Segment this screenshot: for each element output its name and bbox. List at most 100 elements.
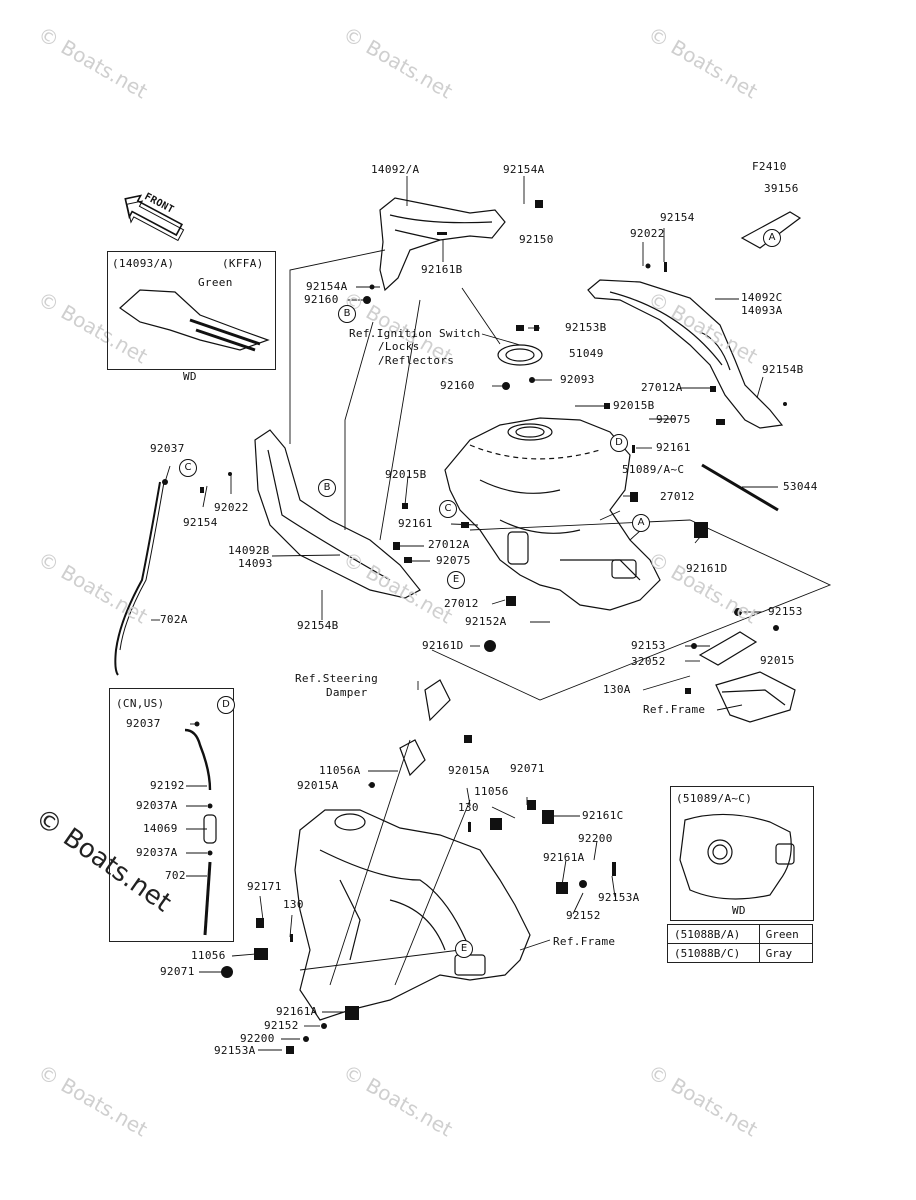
figure-code: F2410 — [752, 160, 787, 173]
part-label: 11056 — [474, 785, 509, 798]
part-label: 92015B — [613, 399, 655, 412]
part-label: Ref.Ignition Switch — [349, 327, 481, 340]
color-legend-table: (51088B/A) Green (51088B/C) Gray — [667, 924, 814, 963]
legend-part: (51088B/A) — [667, 924, 760, 944]
part-label: 27012 — [660, 490, 695, 503]
part-label: 92015A — [297, 779, 339, 792]
part-label: 92037A — [136, 846, 178, 859]
cover-14092b — [254, 429, 421, 599]
part-label: 92022 — [214, 501, 249, 514]
callout-c: C — [179, 459, 197, 477]
bracket-32052 — [698, 631, 758, 666]
part-label: 92037 — [150, 442, 185, 455]
frame-main — [294, 809, 531, 1021]
legend-part: (51088B/C) — [667, 943, 760, 963]
callout-b: B — [318, 479, 336, 497]
part-label: 92192 — [150, 779, 185, 792]
part-label: 92015 — [760, 654, 795, 667]
part-label: 92153 — [631, 639, 666, 652]
part-label: 32052 — [631, 655, 666, 668]
part-label: 92154 — [183, 516, 218, 529]
part-label: 92161A — [543, 851, 585, 864]
inset-kffa-footer: WD — [183, 370, 197, 383]
part-label: 92037 — [126, 717, 161, 730]
part-label: 11056 — [191, 949, 226, 962]
part-label: 51049 — [569, 347, 604, 360]
legend-color: Green — [758, 924, 814, 944]
part-label: 14092/A — [371, 163, 420, 176]
part-label: 92152A — [465, 615, 507, 628]
part-label: 92161D — [422, 639, 464, 652]
part-label: 92154 — [660, 211, 695, 224]
part-label: 27012A — [428, 538, 470, 551]
part-label: 92161C — [582, 809, 624, 822]
legend-color: Gray — [758, 943, 814, 963]
inset-kffa-code: (14093/A) — [112, 257, 175, 270]
part-label: Ref.Steering — [295, 672, 379, 685]
part-label: 92022 — [630, 227, 665, 240]
part-label: 39156 — [764, 182, 799, 195]
part-label: 92171 — [247, 880, 282, 893]
callout-d: D — [610, 434, 628, 452]
part-label: 92150 — [519, 233, 554, 246]
part-label: 14069 — [143, 822, 178, 835]
tube-702a — [114, 481, 161, 676]
part-label: 92154B — [297, 619, 339, 632]
part-label: 130 — [458, 801, 479, 814]
part-label: 702A — [160, 613, 188, 626]
inset-cnus — [109, 688, 234, 942]
part-label: 92071 — [160, 965, 195, 978]
part-label: 702 — [165, 869, 186, 882]
callout-e: E — [447, 571, 465, 589]
part-label: 53044 — [783, 480, 818, 493]
fuel-cap-51049 — [497, 344, 543, 366]
part-label: 27012 — [444, 597, 479, 610]
front-arrow-icon — [124, 194, 185, 242]
callout-e: E — [455, 940, 473, 958]
part-label: 92154A — [306, 280, 348, 293]
part-label: 92071 — [510, 762, 545, 775]
part-label: 92161B — [421, 263, 463, 276]
inset-kffa — [107, 251, 276, 370]
part-label: 92093 — [560, 373, 595, 386]
callout-c: C — [439, 500, 457, 518]
part-label: 92154A — [503, 163, 545, 176]
part-label: 51089/A~C — [622, 463, 685, 476]
cover-14092c — [587, 279, 784, 429]
part-label: /Locks — [378, 340, 420, 353]
callout-b: B — [338, 305, 356, 323]
part-label: 14093 — [238, 557, 273, 570]
part-label: 92075 — [436, 554, 471, 567]
part-label: Ref.Frame — [643, 703, 706, 716]
part-label: 92160 — [304, 293, 339, 306]
part-label: 92161 — [398, 517, 433, 530]
part-label: 92152 — [566, 909, 601, 922]
fuel-tank — [444, 417, 661, 611]
part-label: Damper — [326, 686, 368, 699]
part-label: 92161A — [276, 1005, 318, 1018]
inset-kffa-color: Green — [198, 276, 233, 289]
part-label: 92015B — [385, 468, 427, 481]
callout-d: D — [217, 696, 235, 714]
part-label: 14092C — [741, 291, 783, 304]
callout-a: A — [632, 514, 650, 532]
table-row: (51088B/C) Gray — [667, 943, 814, 963]
inset-51089 — [670, 786, 814, 921]
callout-a: A — [763, 229, 781, 247]
inset-51089-header: (51089/A~C) — [676, 792, 753, 805]
part-label: 92152 — [264, 1019, 299, 1032]
part-label: 14092B — [228, 544, 270, 557]
part-label: 92153A — [598, 891, 640, 904]
part-label: 92153 — [768, 605, 803, 618]
inset-kffa-variant: (KFFA) — [222, 257, 264, 270]
part-label: 92200 — [240, 1032, 275, 1045]
part-label: 27012A — [641, 381, 683, 394]
table-row: (51088B/A) Green — [667, 924, 814, 944]
inset-cnus-header: (CN,US) — [116, 697, 165, 710]
part-label: 14093A — [741, 304, 783, 317]
inset-51089-footer: WD — [732, 904, 746, 917]
part-label: 92075 — [656, 413, 691, 426]
part-label: 130A — [603, 683, 631, 696]
part-label: 92161D — [686, 562, 728, 575]
